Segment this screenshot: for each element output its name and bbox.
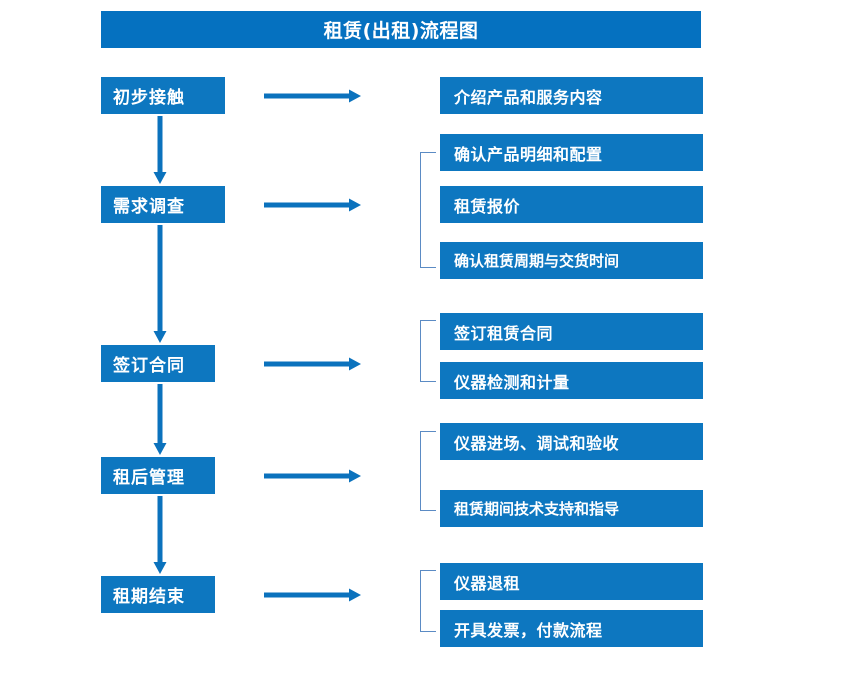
down-arrow-icon-2 xyxy=(153,225,167,343)
right-arrow-icon-4 xyxy=(264,468,361,483)
detail-box-zulin-qijian-jishu-zhichi[interactable]: 租赁期间技术支持和指导 xyxy=(440,490,703,527)
group-bracket-zuhou-guanli xyxy=(420,431,436,511)
stage-box-zuhou-guanli[interactable]: 租后管理 xyxy=(101,457,215,494)
page-title: 租赁(出租)流程图 xyxy=(101,11,701,48)
detail-box-yiqi-jiance-jiliang[interactable]: 仪器检测和计量 xyxy=(440,362,703,399)
right-arrow-icon-3 xyxy=(264,356,361,371)
group-bracket-qianding-hetong xyxy=(420,320,436,382)
group-bracket-xuqiu-diaocha xyxy=(420,152,436,268)
detail-box-kaiju-fapiao-fukuan[interactable]: 开具发票，付款流程 xyxy=(440,610,703,647)
detail-box-jieshao-chanpin-fuwu[interactable]: 介绍产品和服务内容 xyxy=(440,77,703,114)
right-arrow-icon-1 xyxy=(264,88,361,103)
right-arrow-icon-2 xyxy=(264,197,361,212)
detail-box-queren-zulin-zhouqi[interactable]: 确认租赁周期与交货时间 xyxy=(440,242,703,279)
group-bracket-zuqi-jieshu xyxy=(420,570,436,632)
down-arrow-icon-3 xyxy=(153,384,167,455)
detail-box-yiqi-jinchang-tiaoshi[interactable]: 仪器进场、调试和验收 xyxy=(440,423,703,460)
right-arrow-icon-5 xyxy=(264,587,361,602)
down-arrow-icon-1 xyxy=(153,116,167,184)
detail-box-yiqi-tuizu[interactable]: 仪器退租 xyxy=(440,563,703,600)
stage-box-chubu-jiechu[interactable]: 初步接触 xyxy=(101,77,225,114)
stage-box-qianding-hetong[interactable]: 签订合同 xyxy=(101,345,215,382)
stage-box-xuqiu-diaocha[interactable]: 需求调查 xyxy=(101,186,225,223)
detail-box-queren-chanpin-mingxi[interactable]: 确认产品明细和配置 xyxy=(440,134,703,171)
detail-box-zulin-baojia[interactable]: 租赁报价 xyxy=(440,186,703,223)
detail-box-qianding-zulin-hetong[interactable]: 签订租赁合同 xyxy=(440,313,703,350)
stage-box-zuqi-jieshu[interactable]: 租期结束 xyxy=(101,576,215,613)
down-arrow-icon-4 xyxy=(153,496,167,574)
